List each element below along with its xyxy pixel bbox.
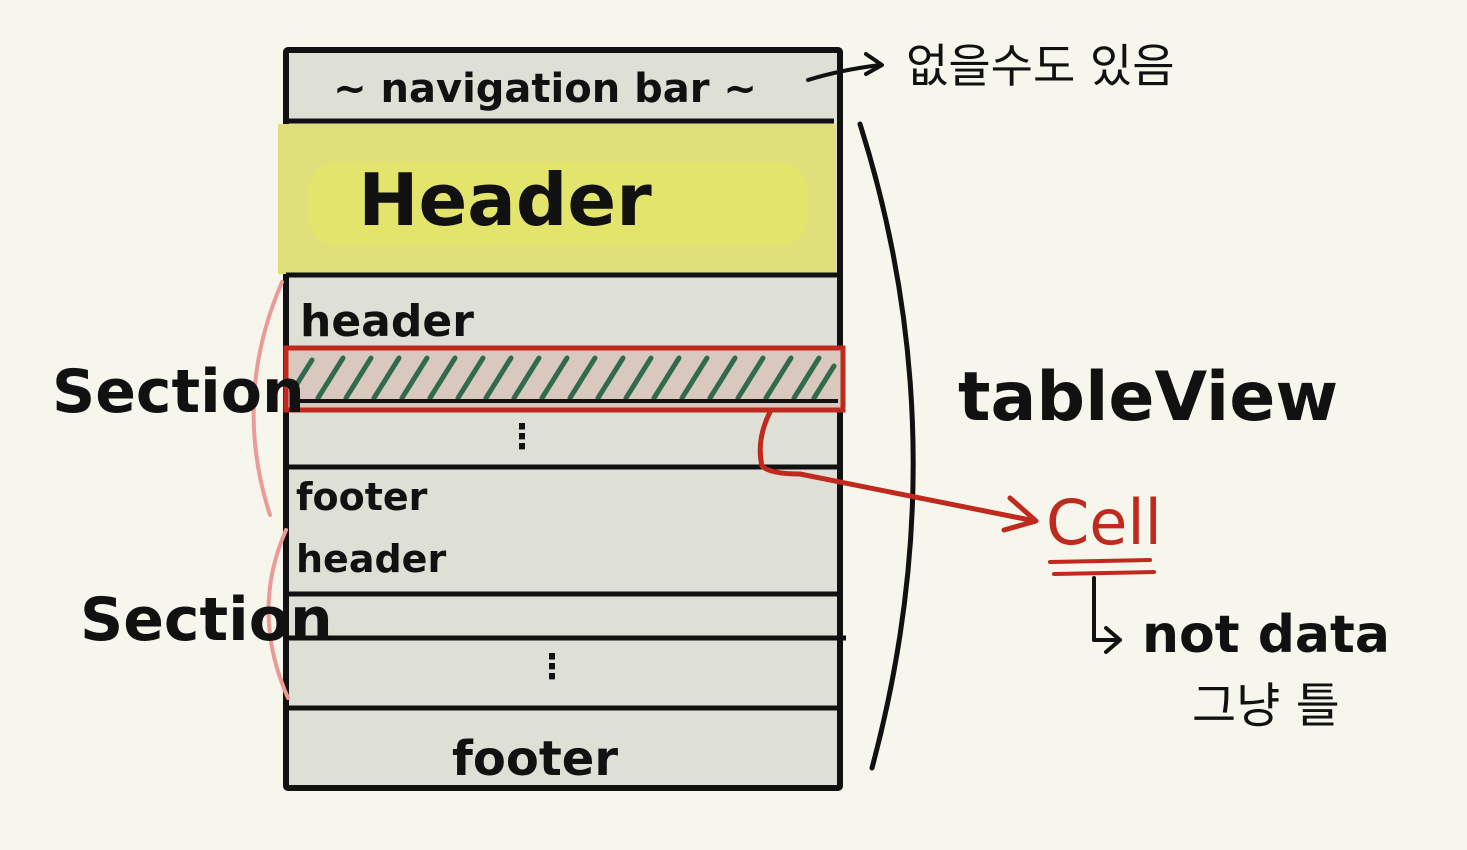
section-2-label: Section [80,585,333,655]
cell-label: Cell [1046,486,1162,559]
tableview-label: tableView [958,358,1338,437]
tableview-bracket [857,121,916,771]
section-2-header-label: header [296,537,446,581]
nav-note: 없을수도 있음 [806,39,1175,93]
cell-note-line-1: not data [1142,605,1390,665]
section-1-annotation: Section [52,280,305,517]
section-1-label: Section [52,357,305,427]
cell-note-line-2: 그냥 틀 [1192,678,1340,734]
nav-note-label: 없을수도 있음 [906,39,1175,93]
cell-note: not data 그냥 틀 [1092,576,1390,734]
cell-row [283,345,846,413]
section-1-ellipsis: ⋮ [505,417,539,457]
section-2-annotation: Section [80,528,333,700]
section-2-ellipsis: ⋮ [535,647,569,687]
section-2: header ⋮ [287,537,846,711]
section-1-header-label: header [300,296,474,347]
cell-underline-1 [1048,558,1152,564]
cell-callout: Cell [757,409,1162,576]
table-header-marker-stroke [308,162,808,246]
cell-highlight-border [283,345,846,413]
tableview-annotation: tableView [857,121,1338,771]
cell-callout-line [757,409,1033,523]
table-footer: footer [452,731,618,787]
navigation-bar-label: ~ navigation bar ~ [333,66,757,112]
section-2-bracket [266,528,290,700]
right-arrow-icon [806,52,884,82]
navigation-bar: ~ navigation bar ~ [333,66,757,112]
right-arrow-icon [1001,495,1039,533]
cell-underline-2 [1052,570,1156,576]
cell-hatching [289,355,837,401]
section-1-footer-label: footer [296,475,428,519]
section-1: header [283,296,846,519]
table-header-label: Header [358,158,652,242]
table-footer-label: footer [452,731,618,787]
turn-right-arrow-icon [1092,576,1122,654]
section-1-bracket [251,280,284,517]
table-header: Header [278,124,836,274]
